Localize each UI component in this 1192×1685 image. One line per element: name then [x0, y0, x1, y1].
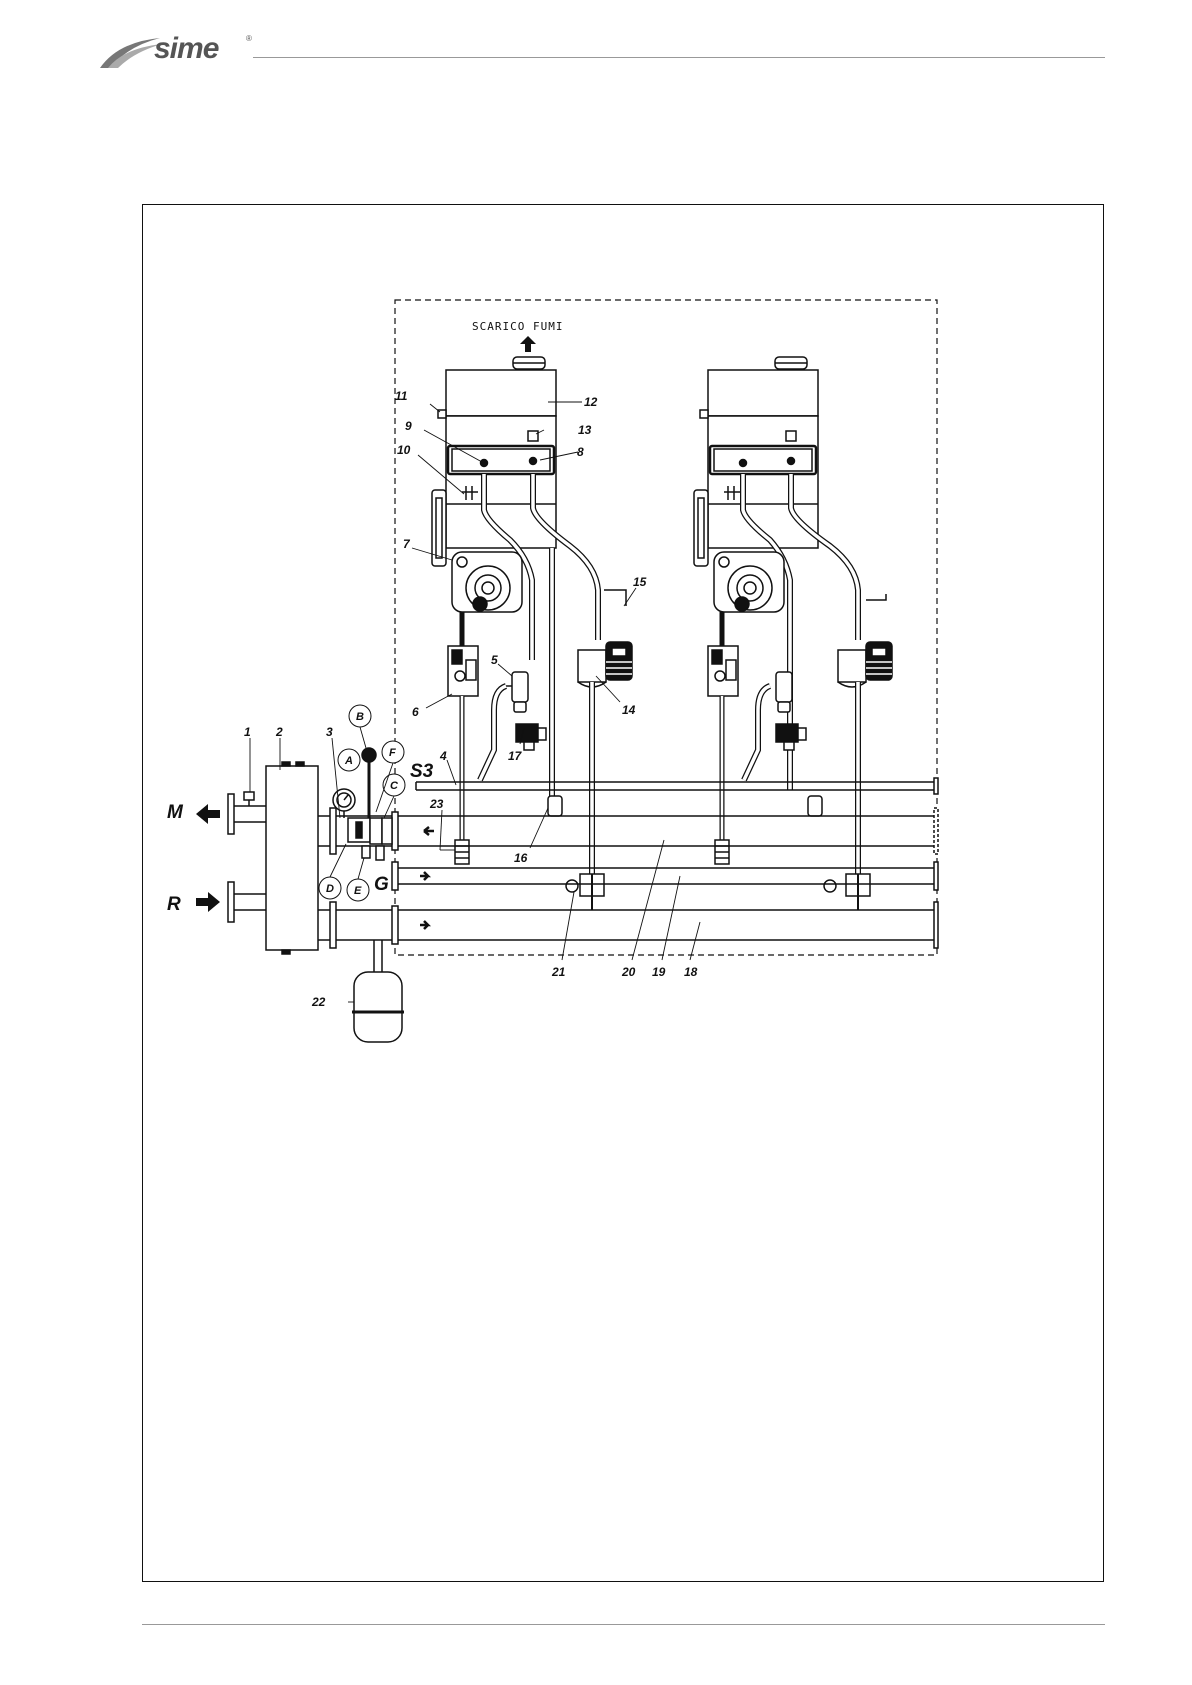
flue-exhaust-arrow-icon — [520, 336, 536, 352]
part-10: 10 — [397, 443, 411, 457]
label-R: R — [167, 894, 181, 915]
part-13: 13 — [578, 423, 592, 437]
part-18: 18 — [684, 965, 698, 979]
part-9: 9 — [405, 419, 412, 433]
part-22: 22 — [311, 995, 326, 1009]
marker-A: A — [344, 755, 353, 767]
label-G: G — [374, 874, 389, 895]
boiler-unit-1 — [432, 357, 632, 910]
part-17: 17 — [508, 749, 523, 763]
part-19: 19 — [652, 965, 666, 979]
marker-E: E — [354, 885, 362, 897]
marker-C: C — [390, 780, 399, 792]
marker-D: D — [326, 883, 334, 895]
part-6: 6 — [412, 705, 419, 719]
flow-in-arrow-icon — [196, 892, 220, 912]
part-3: 3 — [326, 725, 333, 739]
flue-caption: SCARICO FUMI — [472, 320, 563, 333]
part-21: 21 — [551, 965, 566, 979]
marker-B: B — [356, 711, 364, 723]
part-16: 16 — [514, 851, 528, 865]
part-2: 2 — [275, 725, 283, 739]
marker-F: F — [389, 747, 396, 759]
part-7: 7 — [403, 537, 411, 551]
part-5: 5 — [491, 653, 498, 667]
part-12: 12 — [584, 395, 598, 409]
part-14: 14 — [622, 703, 636, 717]
footer-rule — [142, 1624, 1105, 1625]
part-1: 1 — [244, 725, 251, 739]
flow-out-arrow-icon — [196, 804, 220, 824]
part-23: 23 — [429, 797, 444, 811]
part-20: 20 — [621, 965, 636, 979]
part-8: 8 — [577, 445, 584, 459]
label-S3: S3 — [410, 761, 434, 782]
part-11: 11 — [395, 389, 408, 403]
label-M: M — [167, 802, 184, 823]
part-4: 4 — [439, 749, 447, 763]
boiler-unit-2 — [694, 357, 892, 910]
part-15: 15 — [633, 575, 647, 589]
